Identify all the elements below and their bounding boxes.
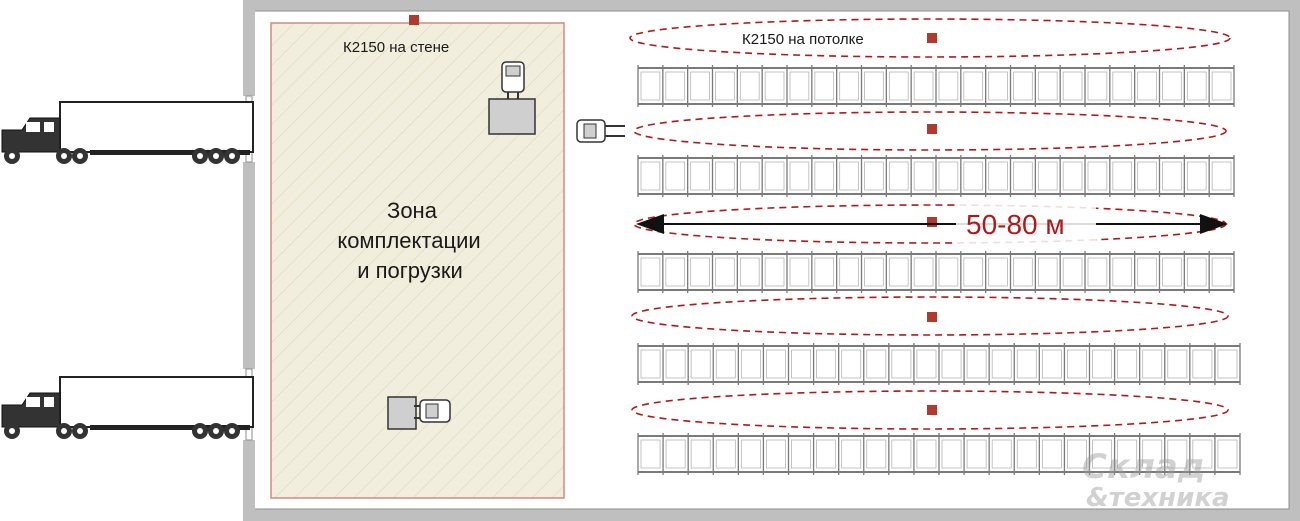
coverage-ellipse [631,390,1229,430]
zone-label-line3: и погрузки [357,258,463,283]
forklift-icon [501,61,525,99]
sensor-icon [927,405,937,415]
pallet-icon [488,98,536,135]
zone-label: Зона комплектации и погрузки [337,198,480,283]
zone-label-line2: комплектации [337,228,480,253]
wall-sensor-icon [409,15,419,25]
rack-row [637,155,1235,197]
forklift-icon [576,119,625,143]
sensor-icon [927,33,937,43]
truck-icon [1,376,254,439]
storage-racks [637,65,1241,475]
rack-row [637,343,1241,385]
wall-sensor-label: К2150 на стене [343,39,449,56]
rack-row [637,65,1235,107]
distance-label: 50-80 м [966,209,1065,240]
truck-icon [1,101,254,164]
building-walls [243,0,1300,521]
watermark-line2: &техника [1086,483,1230,513]
coverage-ellipse [629,18,1231,58]
coverage-ellipse [631,296,1229,336]
sensor-icon [927,312,937,322]
sensor-icon [927,124,937,134]
ceiling-sensor-label: К2150 на потолке [742,31,864,48]
coverage-ellipse [633,111,1227,151]
watermark-line1: Склад [1082,447,1205,487]
watermark-logo: Склад &техника [1082,447,1230,513]
ceiling-sensors [927,33,937,415]
zone-label-line1: Зона [387,198,438,223]
rack-row [637,251,1235,293]
rack-row [637,433,1241,475]
pallet-icon [387,396,417,430]
distance-arrow [636,204,1228,244]
forklift-icon [414,399,451,423]
sensor-icon [927,217,937,227]
